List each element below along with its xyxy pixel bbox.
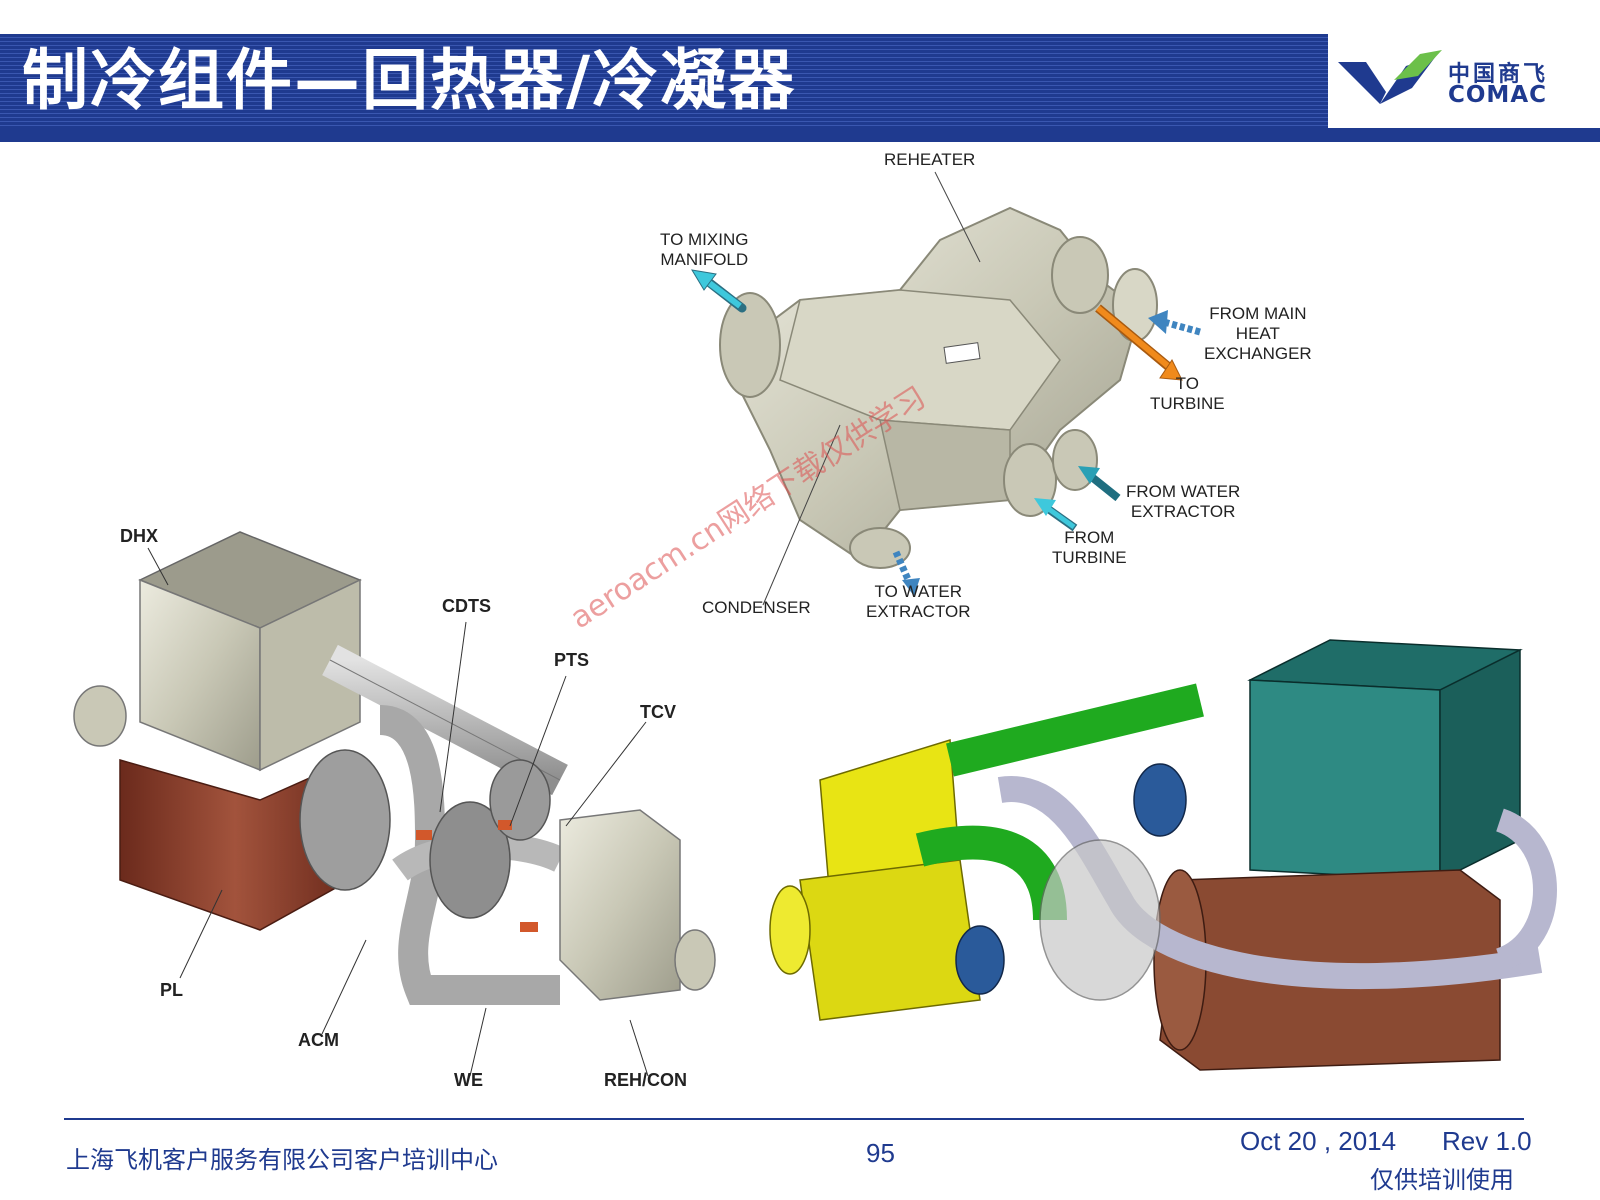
- label-reheater: REHEATER: [884, 150, 976, 169]
- pack-cad-render: [748, 630, 1568, 1100]
- label-from-main-heat-exchanger: FROM MAIN HEAT EXCHANGER: [1204, 304, 1312, 363]
- label-pts: PTS: [554, 650, 590, 670]
- flow-arrows: [691, 269, 1201, 596]
- diagram-drawing: [73, 171, 1568, 1100]
- reheater-condenser-illustration: [719, 171, 1158, 606]
- label-to-turbine: TO TURBINE: [1150, 374, 1225, 413]
- page-title: 制冷组件—回热器/冷凝器: [22, 42, 797, 119]
- from-main-hx-arrow: [1163, 318, 1201, 336]
- label-condenser: CONDENSER: [702, 598, 811, 617]
- label-reh-con: REH/CON: [604, 1070, 688, 1090]
- page-number: 95: [866, 1138, 895, 1168]
- logo-english-text: COMAC: [1448, 82, 1547, 108]
- footer-revision: Rev 1.0: [1442, 1126, 1532, 1156]
- label-from-turbine: FROM TURBINE: [1052, 528, 1127, 567]
- title-bar: 制冷组件—回热器/冷凝器: [0, 34, 1328, 128]
- footer-date: Oct 20 , 2014: [1240, 1126, 1397, 1156]
- label-from-water-extractor: FROM WATER EXTRACTOR: [1126, 482, 1241, 521]
- diagram-area: REHEATER TO MIXING MANIFOLD FROM MAIN HE…: [0, 140, 1600, 1100]
- pack-assembly-illustration: [73, 531, 716, 1077]
- footer-note: 仅供培训使用: [1370, 1166, 1514, 1194]
- logo-chinese-text: 中国商飞: [1448, 62, 1549, 87]
- label-pl: PL: [160, 980, 184, 1000]
- footer-organization: 上海飞机客户服务有限公司客户培训中心: [66, 1146, 498, 1174]
- label-to-mixing-manifold: TO MIXING MANIFOLD: [660, 230, 749, 269]
- comac-logo-mark-icon: [1338, 50, 1442, 104]
- comac-logo: 中国商飞 COMAC: [1336, 48, 1586, 118]
- label-cdts: CDTS: [442, 596, 491, 616]
- label-tcv: TCV: [640, 702, 676, 722]
- title-underline: [0, 128, 1600, 142]
- label-we: WE: [454, 1070, 483, 1090]
- to-water-extractor-arrow: [892, 550, 914, 586]
- label-to-water-extractor: TO WATER EXTRACTOR: [866, 582, 971, 621]
- footer-divider: [64, 1118, 1524, 1120]
- label-dhx: DHX: [120, 526, 159, 546]
- label-acm: ACM: [298, 1030, 339, 1050]
